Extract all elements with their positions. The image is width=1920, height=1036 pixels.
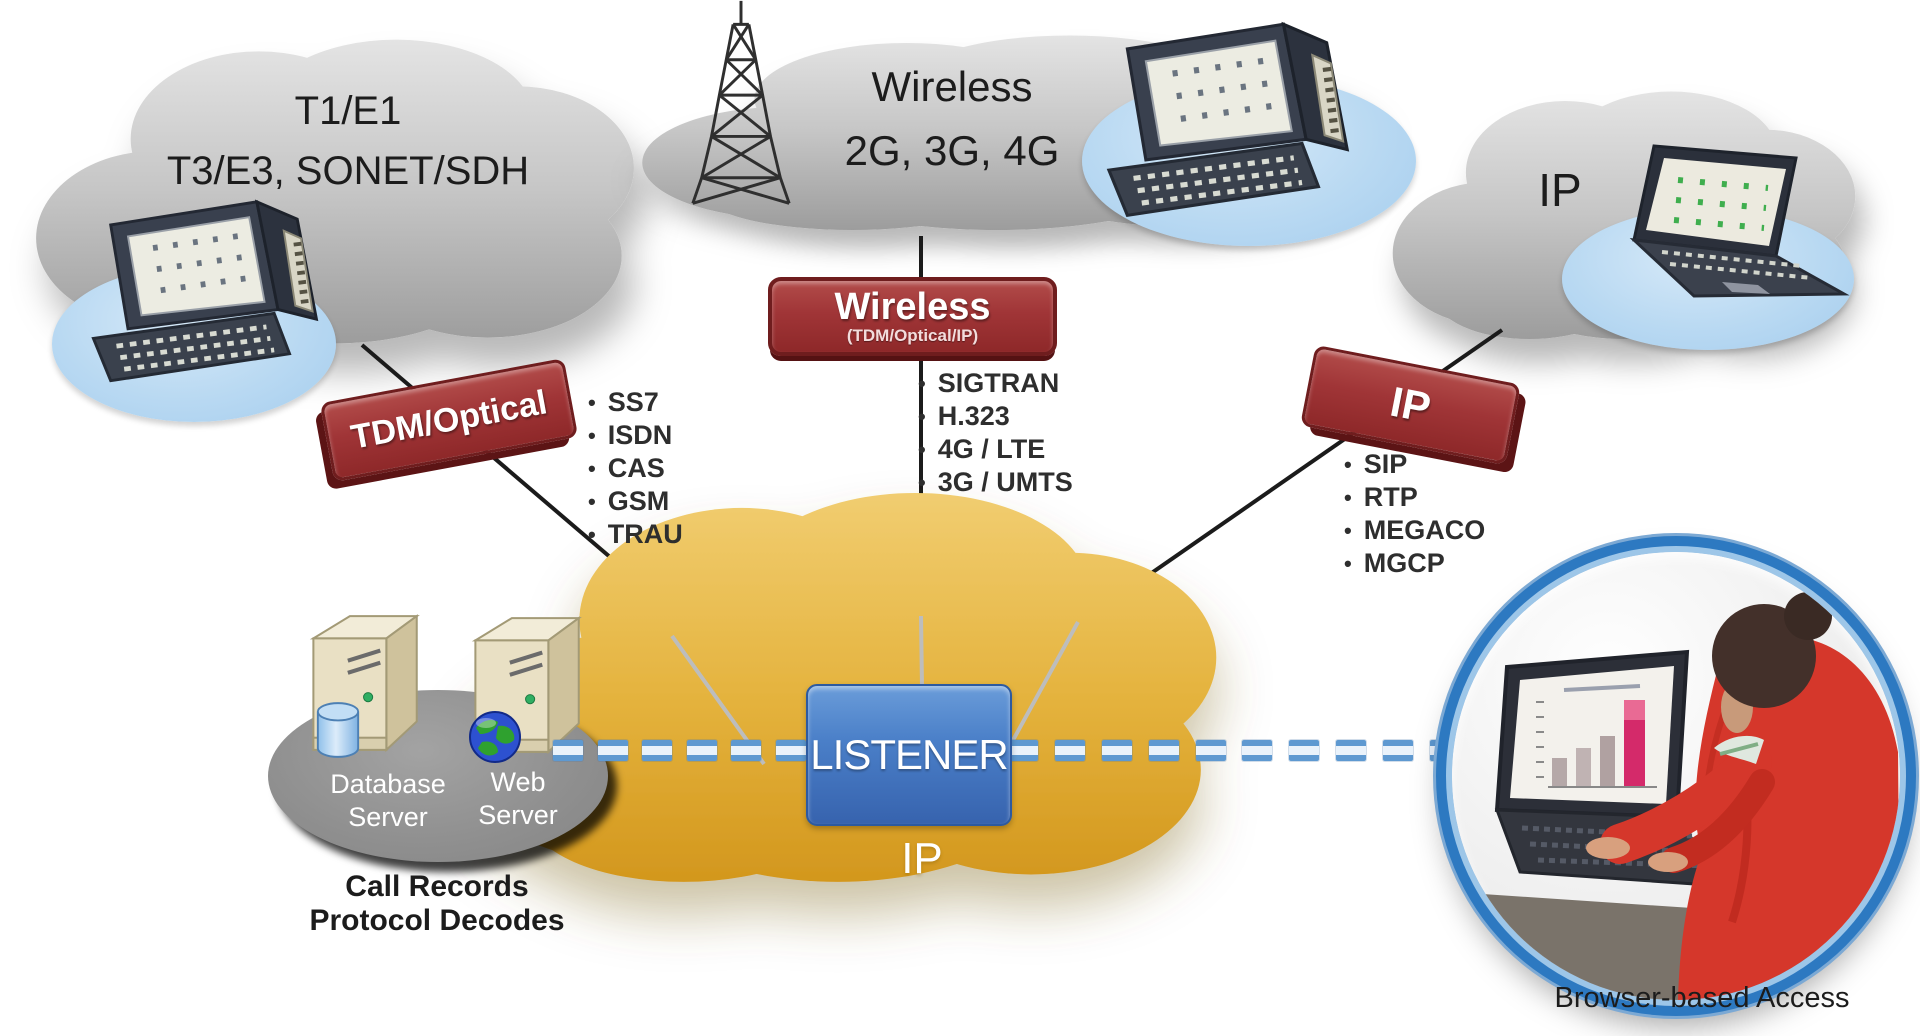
dashed-link-right — [1008, 740, 1460, 761]
list-item: • SIGTRAN — [918, 367, 1073, 400]
cloud-tdm-label-line2: T3/E3, SONET/SDH — [166, 149, 530, 193]
protocol-analyzer-icon — [78, 192, 328, 404]
label-line: Web — [490, 767, 546, 797]
cloud-tdm-label-line1: T1/E1 — [294, 89, 402, 133]
tag-wireless-subtitle: (TDM/Optical/IP) — [846, 326, 979, 345]
protocol-label: SIGTRAN — [937, 368, 1060, 398]
listener-label: LISTENER — [810, 731, 1008, 778]
call-records-caption-line1: Call Records — [345, 870, 529, 903]
cloud-wireless-label-line2: 2G, 3G, 4G — [844, 127, 1060, 174]
dash-segment — [1383, 740, 1413, 761]
bullet-icon: • — [588, 389, 596, 415]
dash-segment — [1242, 740, 1273, 761]
protocol-label: SS7 — [607, 387, 659, 417]
protocol-label: TRAU — [607, 519, 683, 549]
list-item: • SIP — [1344, 448, 1485, 481]
list-item: • ISDN — [588, 419, 683, 452]
protocol-list-ip: • SIP • RTP • MEGACO • MGCP — [1344, 448, 1485, 580]
dash-segment — [686, 740, 717, 761]
browser-access-caption: Browser-based Access — [1554, 982, 1850, 1014]
list-item: • 4G / LTE — [918, 433, 1073, 466]
database-server-label: Database Server — [330, 768, 446, 834]
bullet-icon: • — [1344, 484, 1352, 510]
dash-segment — [1289, 740, 1320, 761]
label-line: Server — [478, 800, 558, 830]
protocol-label: CAS — [607, 453, 665, 483]
cloud-wireless-label-line1: Wireless — [871, 63, 1033, 110]
database-cylinder-icon — [314, 700, 362, 760]
protocol-label: H.323 — [937, 401, 1010, 431]
list-item: • TRAU — [588, 518, 683, 551]
list-item: • MEGACO — [1344, 514, 1485, 547]
bullet-icon: • — [918, 436, 926, 462]
dash-segment — [597, 740, 628, 761]
label-line: Database — [330, 769, 446, 799]
dash-segment — [1148, 740, 1179, 761]
list-item: • MGCP — [1344, 547, 1485, 580]
bullet-icon: • — [1344, 451, 1352, 477]
dash-segment — [642, 740, 673, 761]
protocol-label: ISDN — [607, 420, 673, 450]
protocol-label: MGCP — [1363, 548, 1445, 578]
bullet-icon: • — [588, 422, 596, 448]
tag-ip-title: IP — [1386, 377, 1435, 432]
label-line: Server — [348, 802, 428, 832]
dash-segment — [553, 740, 583, 761]
cloud-ip-label: IP — [1538, 164, 1582, 216]
browser-access-illustration — [1452, 552, 1900, 1000]
protocol-list-wireless: • SIGTRAN • H.323 • 4G / LTE • 3G / UMTS — [918, 367, 1073, 499]
list-item: • GSM — [588, 485, 683, 518]
listener-node: LISTENER — [806, 684, 1012, 826]
core-cloud-ip-label: IP — [901, 834, 943, 883]
radio-tower-icon — [682, 0, 800, 208]
laptop-icon — [1618, 138, 1858, 328]
protocol-label: RTP — [1363, 482, 1418, 512]
list-item: • RTP — [1344, 481, 1485, 514]
list-item: • SS7 — [588, 386, 683, 419]
bullet-icon: • — [588, 455, 596, 481]
protocol-label: MEGACO — [1363, 515, 1486, 545]
dash-segment — [1008, 740, 1038, 761]
protocol-label: 4G / LTE — [937, 434, 1046, 464]
bullet-icon: • — [918, 370, 926, 396]
protocol-label: GSM — [607, 486, 670, 516]
bullet-icon: • — [1344, 550, 1352, 576]
protocol-label: 3G / UMTS — [937, 467, 1073, 497]
list-item: • 3G / UMTS — [918, 466, 1073, 499]
protocol-list-tdm: • SS7 • ISDN • CAS • GSM • TRAU — [588, 386, 683, 551]
dashed-link-left — [553, 740, 806, 761]
bullet-icon: • — [588, 521, 596, 547]
dash-segment — [731, 740, 762, 761]
call-records-caption-line2: Protocol Decodes — [309, 904, 565, 937]
bullet-icon: • — [918, 469, 926, 495]
person-at-laptop-illustration — [1452, 592, 1900, 1000]
tag-wireless: Wireless (TDM/Optical/IP) — [768, 277, 1057, 356]
web-server-label: Web Server — [478, 766, 558, 832]
list-item: • CAS — [588, 452, 683, 485]
protocol-label: SIP — [1363, 449, 1408, 479]
tag-tdm-optical-title: TDM/Optical — [347, 382, 550, 457]
tag-wireless-title: Wireless — [834, 286, 991, 328]
dash-segment — [1195, 740, 1226, 761]
dash-segment — [1054, 740, 1085, 761]
bullet-icon: • — [588, 488, 596, 514]
dash-segment — [1101, 740, 1132, 761]
protocol-analyzer-icon — [1092, 14, 1360, 240]
bullet-icon: • — [1344, 517, 1352, 543]
list-item: • H.323 — [918, 400, 1073, 433]
globe-icon — [468, 710, 522, 764]
dash-segment — [775, 740, 806, 761]
dash-segment — [1336, 740, 1367, 761]
bullet-icon: • — [918, 403, 926, 429]
